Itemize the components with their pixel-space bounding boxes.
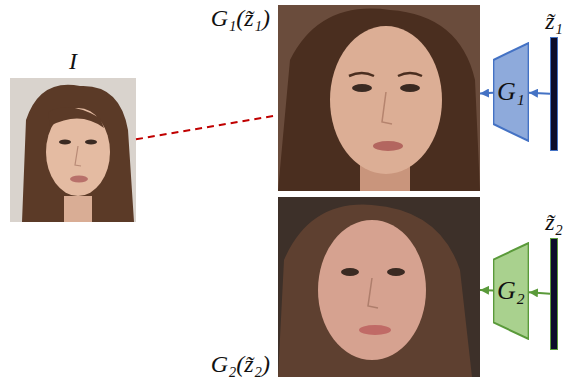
flow-arrow xyxy=(480,92,493,95)
block-label: G₂ xyxy=(497,277,525,306)
block-label: G₁ xyxy=(497,78,525,107)
image-label: G₂(z̃₂) xyxy=(211,351,270,377)
generated-photo xyxy=(278,197,480,377)
nose xyxy=(75,146,81,166)
input-image: I xyxy=(10,78,136,222)
label-holder: G₂(z̃₂) xyxy=(211,351,270,377)
photo-background xyxy=(278,197,480,377)
lips xyxy=(373,141,403,151)
nose xyxy=(368,278,378,308)
eye xyxy=(352,84,372,92)
image-label: G₁(z̃₁) xyxy=(211,5,270,31)
flow-arrow xyxy=(480,289,493,291)
text-holder: G₂ xyxy=(493,242,529,340)
trapezoid-shape xyxy=(493,243,528,339)
lips xyxy=(70,176,88,183)
label-holder: z̃₁ xyxy=(545,8,563,34)
label-holder: z̃₂ xyxy=(545,209,563,235)
image-label: I xyxy=(69,48,77,74)
eye xyxy=(400,84,420,92)
label-holder: I xyxy=(69,48,77,74)
latent-vector: z̃₂ xyxy=(550,238,558,350)
lips xyxy=(359,325,391,335)
vector-label: z̃₁ xyxy=(545,8,563,34)
eye xyxy=(85,140,97,145)
eye xyxy=(387,268,405,276)
neck xyxy=(64,196,92,222)
hair xyxy=(278,205,472,377)
generated-image: G₂(z̃₂) xyxy=(278,197,480,377)
generator-block: G₂ xyxy=(493,242,529,340)
brow xyxy=(349,73,374,76)
match-line xyxy=(136,115,278,139)
eye xyxy=(341,268,359,276)
flow-arrow xyxy=(529,292,550,293)
vector-label: z̃₂ xyxy=(545,209,563,235)
face xyxy=(330,26,442,174)
eye xyxy=(59,140,71,145)
hair xyxy=(278,9,480,191)
brow xyxy=(398,73,422,76)
input-photo xyxy=(10,78,136,222)
nose xyxy=(382,92,392,124)
hair-fringe xyxy=(48,107,104,128)
trapezoid-shape xyxy=(493,43,528,141)
photo-background xyxy=(278,5,480,191)
generated-photo xyxy=(278,5,480,191)
flow-arrow xyxy=(529,92,550,95)
label-holder: G₁(z̃₁) xyxy=(211,5,270,31)
face xyxy=(46,108,110,196)
face xyxy=(318,220,426,360)
generated-image: G₁(z̃₁) xyxy=(278,5,480,191)
text-holder: G₁ xyxy=(493,42,529,142)
generator-block: G₁ xyxy=(493,42,529,142)
latent-vector: z̃₁ xyxy=(550,37,558,151)
